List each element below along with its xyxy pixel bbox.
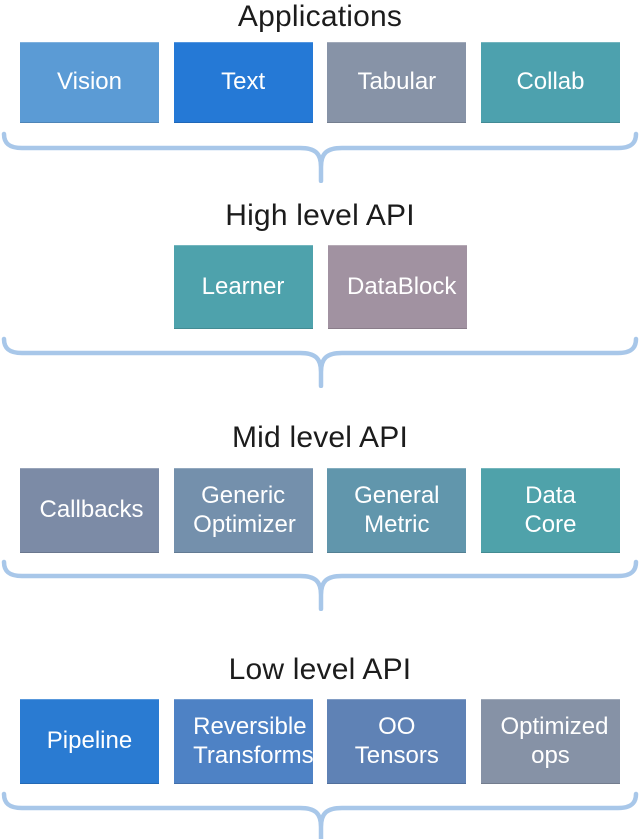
box-optimized-ops-label: Optimized ops bbox=[500, 713, 609, 769]
box-pipeline-label: Pipeline bbox=[46, 727, 133, 755]
low-level-row: Pipeline Reversible Transforms OO Tensor… bbox=[0, 699, 640, 784]
box-oo-tensors: OO Tensors bbox=[327, 699, 467, 784]
box-datablock: DataBlock bbox=[327, 245, 467, 329]
box-optimized-ops: Optimized ops bbox=[480, 699, 620, 784]
box-callbacks: Callbacks bbox=[20, 468, 159, 553]
section-title-applications: Applications bbox=[237, 0, 403, 33]
box-collab-label: Collab bbox=[516, 68, 585, 96]
box-general-metric-label: General Metric bbox=[354, 482, 440, 538]
box-general-metric: General Metric bbox=[327, 468, 467, 553]
box-data-core-label: Data Core bbox=[524, 482, 577, 538]
box-datablock-label: DataBlock bbox=[347, 272, 457, 300]
box-generic-optimizer: Generic Optimizer bbox=[173, 468, 313, 553]
brace-applications-icon bbox=[1, 131, 639, 183]
applications-row: Vision Text Tabular Collab bbox=[0, 42, 640, 123]
box-pipeline: Pipeline bbox=[20, 699, 159, 784]
brace-low-level-icon bbox=[1, 791, 639, 839]
brace-high-level-icon bbox=[1, 336, 639, 388]
box-oo-tensors-label: OO Tensors bbox=[354, 713, 439, 769]
box-generic-optimizer-label: Generic Optimizer bbox=[193, 482, 296, 538]
box-vision: Vision bbox=[20, 42, 159, 123]
box-reversible-transforms: Reversible Transforms bbox=[173, 699, 314, 784]
section-title-low-level-api: Low level API bbox=[228, 653, 412, 686]
box-tabular-label: Tabular bbox=[357, 68, 437, 96]
brace-mid-level-icon bbox=[1, 559, 639, 611]
box-text-label: Text bbox=[221, 68, 266, 96]
box-text: Text bbox=[173, 42, 313, 123]
box-reversible-transforms-label: Reversible Transforms bbox=[193, 713, 314, 769]
box-callbacks-label: Callbacks bbox=[39, 496, 144, 524]
box-learner: Learner bbox=[173, 245, 313, 329]
box-data-core: Data Core bbox=[480, 468, 620, 553]
box-vision-label: Vision bbox=[57, 68, 122, 96]
high-level-row: Learner DataBlock bbox=[0, 245, 640, 329]
box-collab: Collab bbox=[480, 42, 620, 123]
mid-level-row: Callbacks Generic Optimizer General Metr… bbox=[0, 468, 640, 553]
box-tabular: Tabular bbox=[327, 42, 467, 123]
section-title-mid-level-api: Mid level API bbox=[231, 421, 408, 454]
box-learner-label: Learner bbox=[201, 272, 285, 300]
section-title-high-level-api: High level API bbox=[225, 199, 415, 232]
